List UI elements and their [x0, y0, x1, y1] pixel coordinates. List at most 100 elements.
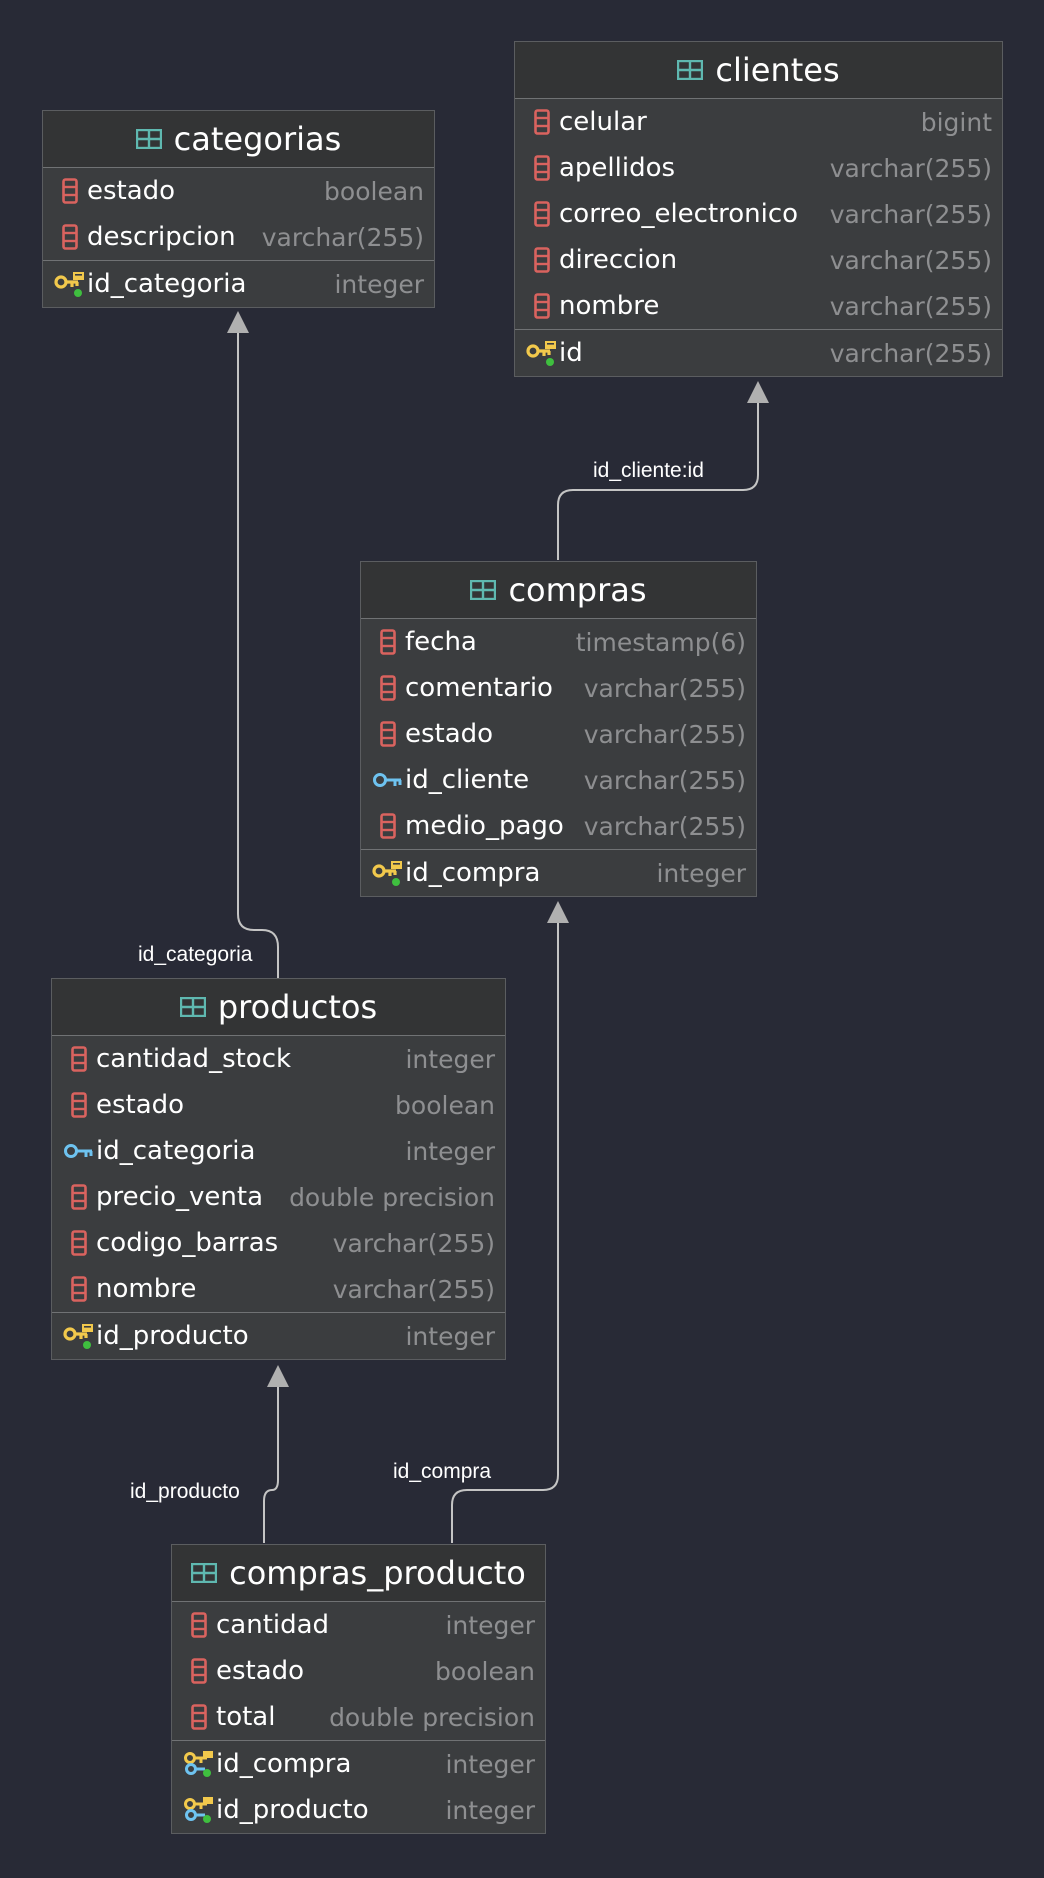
- table-header[interactable]: productos: [52, 979, 505, 1036]
- table-header[interactable]: compras: [361, 562, 756, 619]
- column-icon: [525, 155, 559, 181]
- column-type: varchar(255): [583, 765, 746, 795]
- table-row-fecha[interactable]: fecha timestamp(6): [361, 619, 756, 665]
- column-icon: [525, 201, 559, 227]
- column-name: nombre: [559, 291, 660, 321]
- column-icon: [62, 1184, 96, 1210]
- column-name: id_categoria: [87, 269, 247, 299]
- table-row-celular[interactable]: celular bigint: [515, 99, 1002, 145]
- primary-key-icon: [525, 339, 559, 367]
- column-name: apellidos: [559, 153, 676, 183]
- table-row-id-compra[interactable]: id_compra integer: [172, 1741, 545, 1787]
- column-name: id_producto: [216, 1795, 369, 1825]
- table-title: compras: [508, 571, 647, 609]
- column-type: timestamp(6): [575, 627, 746, 657]
- column-icon: [525, 293, 559, 319]
- column-name: fecha: [405, 627, 477, 657]
- table-icon: [179, 997, 206, 1017]
- table-header[interactable]: compras_producto: [172, 1545, 545, 1602]
- column-name: id_compra: [216, 1749, 352, 1779]
- column-name: estado: [96, 1090, 185, 1120]
- table-icon: [677, 60, 704, 80]
- column-icon: [62, 1046, 96, 1072]
- column-type: varchar(255): [829, 245, 992, 275]
- table-header[interactable]: categorias: [43, 111, 434, 168]
- column-type: varchar(255): [261, 222, 424, 252]
- table-row-nombre[interactable]: nombre varchar(255): [515, 283, 1002, 329]
- relation-label-id-cliente: id_cliente:id: [593, 459, 704, 482]
- table-header[interactable]: clientes: [515, 42, 1002, 99]
- column-type: varchar(255): [829, 153, 992, 183]
- column-name: cantidad: [216, 1610, 330, 1640]
- column-type: integer: [405, 1321, 495, 1351]
- column-icon: [371, 675, 405, 701]
- column-name: codigo_barras: [96, 1228, 279, 1258]
- key-separator: [43, 260, 434, 261]
- table-icon: [191, 1563, 218, 1583]
- table-title: compras_producto: [229, 1554, 526, 1592]
- table-row-id-producto[interactable]: id_producto integer: [52, 1313, 505, 1359]
- table-row-direccion[interactable]: direccion varchar(255): [515, 237, 1002, 283]
- column-icon: [525, 247, 559, 273]
- primary-key-icon: [53, 270, 87, 298]
- column-type: double precision: [329, 1702, 535, 1732]
- column-icon: [62, 1092, 96, 1118]
- column-name: celular: [559, 107, 647, 137]
- column-type: varchar(255): [583, 719, 746, 749]
- column-type: varchar(255): [583, 673, 746, 703]
- column-name: id_cliente: [405, 765, 530, 795]
- arrow-head-clientes: [747, 381, 769, 403]
- foreign-key-icon: [62, 1142, 96, 1160]
- column-type: integer: [656, 858, 746, 888]
- key-separator: [172, 1740, 545, 1741]
- foreign-key-icon: [371, 771, 405, 789]
- table-row-estado[interactable]: estado varchar(255): [361, 711, 756, 757]
- column-type: varchar(255): [829, 291, 992, 321]
- column-icon: [371, 629, 405, 655]
- column-icon: [62, 1230, 96, 1256]
- column-icon: [525, 109, 559, 135]
- column-name: estado: [405, 719, 494, 749]
- column-type: varchar(255): [829, 338, 992, 368]
- table-clientes[interactable]: clientes celular bigint apellidos varchar(25…: [514, 41, 1003, 377]
- link-compras-clientes: [557, 400, 759, 560]
- link-cp-productos: [263, 1385, 279, 1543]
- table-row-apellidos[interactable]: apellidos varchar(255): [515, 145, 1002, 191]
- column-icon: [53, 224, 87, 250]
- column-type: integer: [405, 1044, 495, 1074]
- column-name: medio_pago: [405, 811, 564, 841]
- column-name: id_producto: [96, 1321, 249, 1351]
- table-icon: [135, 129, 162, 149]
- link-cp-compras: [451, 923, 559, 1543]
- column-type: integer: [445, 1749, 535, 1779]
- column-name: direccion: [559, 245, 678, 275]
- column-icon: [53, 178, 87, 204]
- column-name: correo_electronico: [559, 199, 799, 229]
- relation-label-id-producto: id_producto: [130, 1480, 240, 1503]
- key-separator: [52, 1312, 505, 1313]
- column-type: bigint: [920, 107, 992, 137]
- table-row-id-cliente[interactable]: id_cliente varchar(255): [361, 757, 756, 803]
